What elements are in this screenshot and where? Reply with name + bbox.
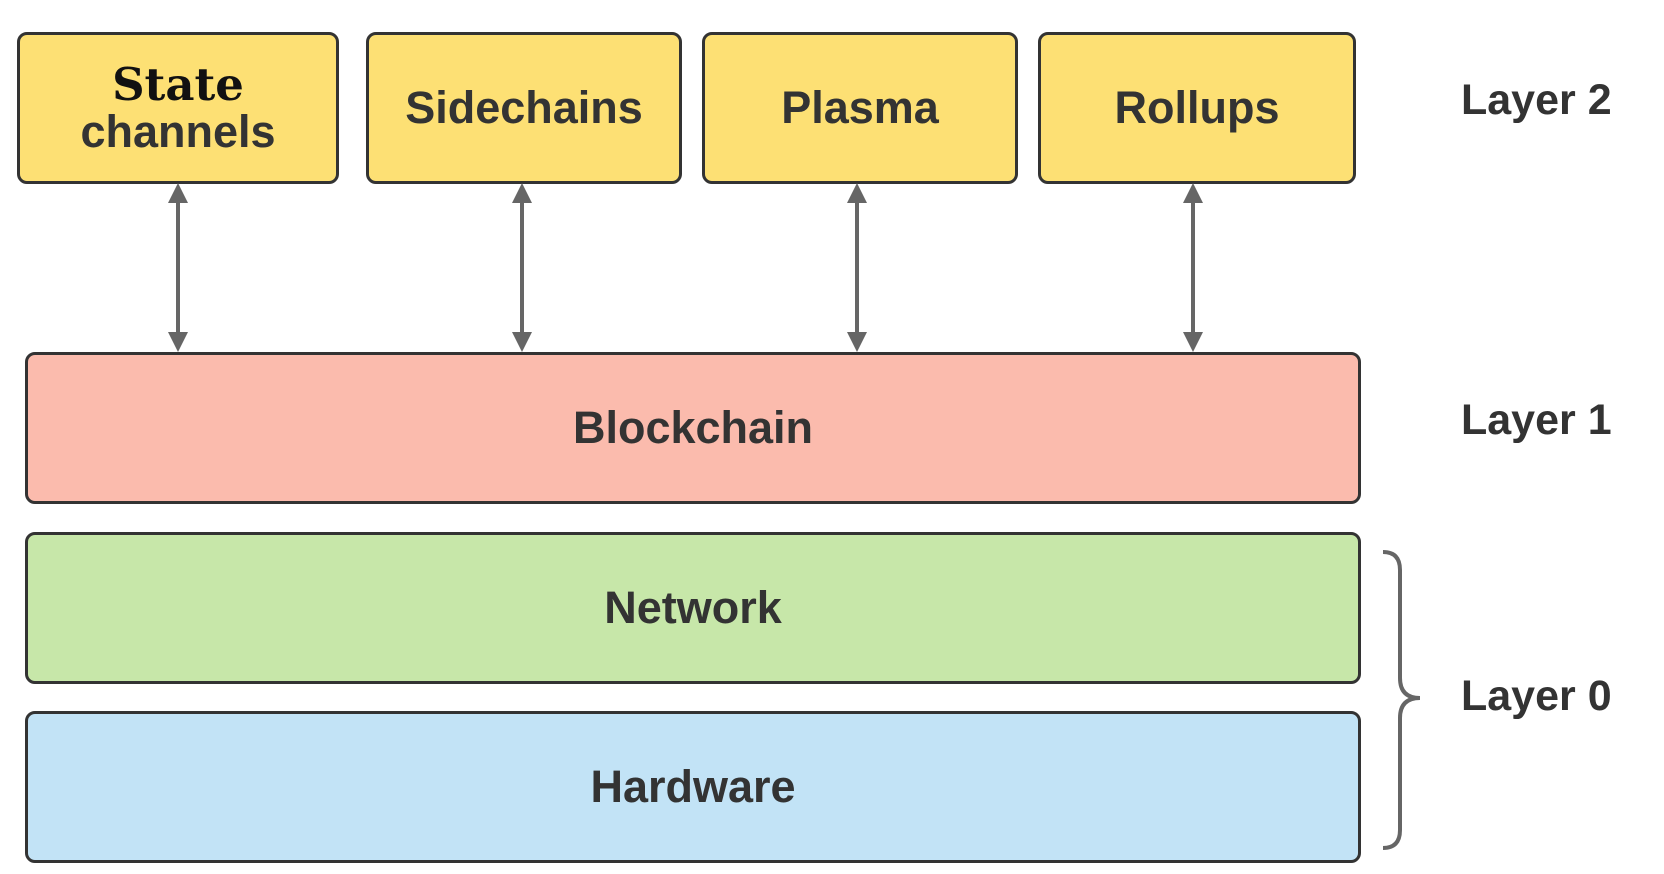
state-channels-label-line1: State xyxy=(112,57,244,111)
blockchain-label: Blockchain xyxy=(572,402,814,454)
layer-2-label: Layer 2 xyxy=(1461,76,1612,124)
rollups-label: Rollups xyxy=(1114,82,1280,134)
state-channels-label-line2: channels xyxy=(80,106,276,157)
plasma-box: Plasma xyxy=(702,32,1018,184)
network-box: Network xyxy=(25,532,1361,684)
hardware-label: Hardware xyxy=(590,761,796,813)
layer-0-label: Layer 0 xyxy=(1461,672,1612,720)
blockchain-box: Blockchain xyxy=(25,352,1361,504)
sidechains-box: Sidechains xyxy=(366,32,682,184)
network-label: Network xyxy=(604,582,782,634)
plasma-label: Plasma xyxy=(781,82,939,134)
sidechains-label: Sidechains xyxy=(405,82,643,134)
rollups-box: Rollups xyxy=(1038,32,1356,184)
hardware-box: Hardware xyxy=(25,711,1361,863)
layer0-brace xyxy=(1382,550,1421,850)
layer-1-label: Layer 1 xyxy=(1461,396,1612,444)
state-channels-box: State channels xyxy=(17,32,339,184)
